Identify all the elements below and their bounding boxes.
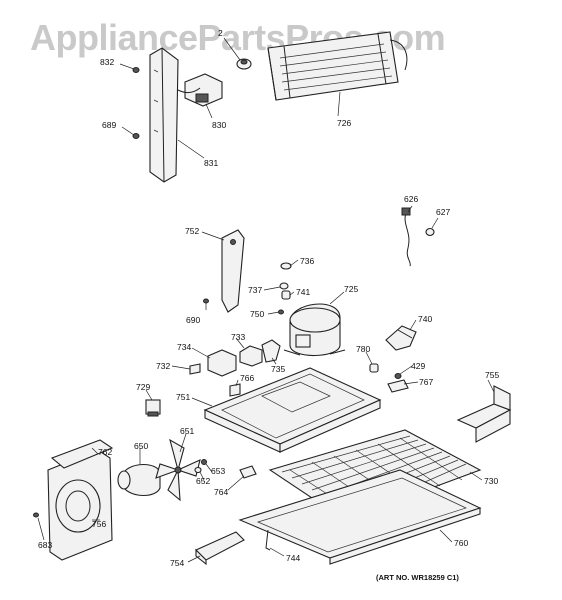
label-780: 780 <box>356 344 370 354</box>
leader-lines <box>37 37 495 563</box>
label-689: 689 <box>102 120 116 130</box>
label-732: 732 <box>156 361 170 371</box>
part-labels: 832 2 830 689 831 726 626 627 752 736 73… <box>38 28 499 568</box>
label-2: 2 <box>218 28 223 38</box>
cap-2 <box>236 58 252 70</box>
label-756: 756 <box>92 519 106 529</box>
part-653 <box>201 459 207 465</box>
duct-754 <box>195 531 245 566</box>
compressor-725 <box>283 303 346 357</box>
part-429 <box>394 373 402 379</box>
label-734: 734 <box>177 342 191 352</box>
label-653: 653 <box>211 466 225 476</box>
label-755: 755 <box>485 370 499 380</box>
clip-740 <box>385 325 417 351</box>
clip-732 <box>189 363 201 375</box>
label-831: 831 <box>204 158 218 168</box>
label-740: 740 <box>418 314 432 324</box>
cover-735 <box>261 339 281 363</box>
clip-766 <box>229 383 241 397</box>
label-750: 750 <box>250 309 264 319</box>
label-751: 751 <box>176 392 190 402</box>
label-737: 737 <box>248 285 262 295</box>
label-754: 754 <box>170 558 184 568</box>
label-752: 752 <box>185 226 199 236</box>
label-730: 730 <box>484 476 498 486</box>
label-766: 766 <box>240 373 254 383</box>
screw-832 <box>132 67 140 73</box>
tube-626 <box>401 207 411 267</box>
part-780 <box>369 363 379 373</box>
art-number: (ART NO. WR18259 C1) <box>376 573 459 582</box>
motor-650 <box>117 463 161 497</box>
label-683: 683 <box>38 540 52 550</box>
nut-627 <box>425 227 435 237</box>
bracket-752 <box>221 229 245 313</box>
part-652 <box>194 466 202 474</box>
label-762: 762 <box>98 447 112 457</box>
label-760: 760 <box>454 538 468 548</box>
grommet-737 <box>279 282 289 290</box>
label-726: 726 <box>337 118 351 128</box>
label-690: 690 <box>186 315 200 325</box>
label-741: 741 <box>296 287 310 297</box>
label-736: 736 <box>300 256 314 266</box>
sleeve-741 <box>281 290 291 300</box>
overload-733 <box>239 345 263 367</box>
label-627: 627 <box>436 207 450 217</box>
label-764: 764 <box>214 487 228 497</box>
condenser-726 <box>267 31 408 101</box>
fan-blade-651 <box>155 438 201 502</box>
label-626: 626 <box>404 194 418 204</box>
grommet-736 <box>280 262 292 270</box>
bracket-764 <box>239 465 257 479</box>
gasket-762 <box>50 439 114 469</box>
clip-744 <box>265 529 271 551</box>
bracket-755 <box>456 385 512 443</box>
bracket-767 <box>387 379 409 393</box>
label-733: 733 <box>231 332 245 342</box>
screw-689 <box>132 133 140 139</box>
label-650: 650 <box>134 441 148 451</box>
label-651: 651 <box>180 426 194 436</box>
label-429: 429 <box>411 361 425 371</box>
capacitor-729 <box>145 399 161 417</box>
screw-750 <box>278 309 284 315</box>
bracket-831 <box>149 47 179 183</box>
label-832: 832 <box>100 57 114 67</box>
label-735: 735 <box>271 364 285 374</box>
drain-pan-760 <box>238 469 482 565</box>
label-830: 830 <box>212 120 226 130</box>
screw-683 <box>33 512 39 518</box>
label-729: 729 <box>136 382 150 392</box>
screw-690 <box>203 298 209 304</box>
base-pan-751 <box>203 367 382 453</box>
switch-830 <box>177 73 223 107</box>
label-767: 767 <box>419 377 433 387</box>
fan-shroud-756 <box>47 449 113 561</box>
label-652: 652 <box>196 476 210 486</box>
label-725: 725 <box>344 284 358 294</box>
label-744: 744 <box>286 553 300 563</box>
relay-734 <box>207 349 237 377</box>
